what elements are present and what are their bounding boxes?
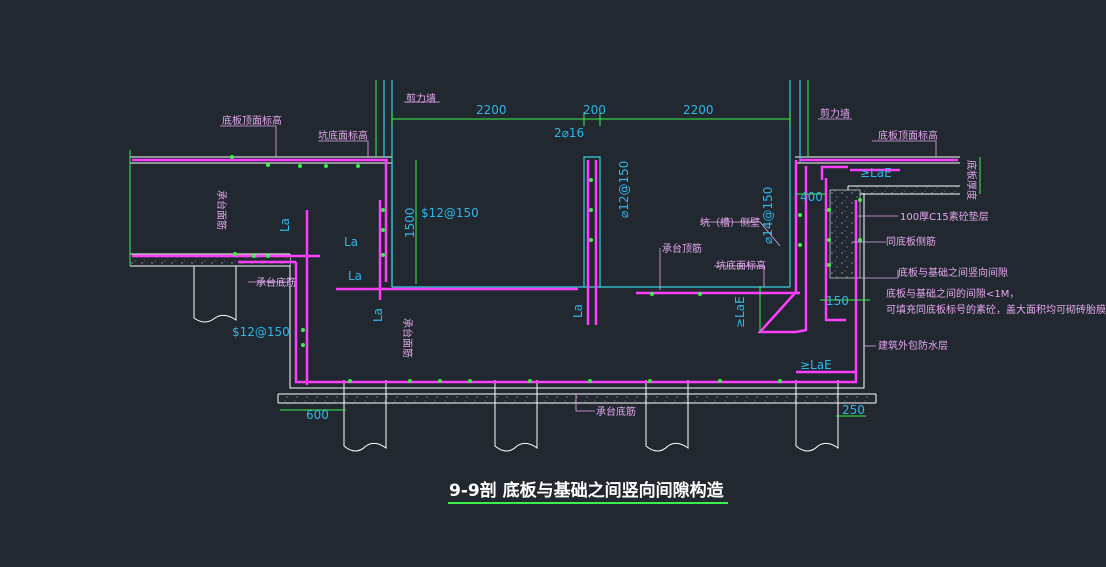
note-shear-wall-right: 剪力墙 xyxy=(820,107,850,120)
label-2d16: 2⌀16 xyxy=(554,126,584,140)
note-cap-top: 承台顶筋 xyxy=(662,242,702,255)
cushion-right-top xyxy=(849,187,959,193)
label-la-5: La xyxy=(571,304,585,318)
label-la-1: La xyxy=(278,218,292,232)
label-la-3: La xyxy=(348,269,362,283)
dim-width-400: 400 xyxy=(800,190,823,204)
dimension-lines xyxy=(129,80,981,417)
note-slab-top-right: 底板顶面标高 xyxy=(878,129,938,142)
note-pit-bottom-1: 坑底面标高 xyxy=(318,129,368,142)
note-cap-bottom: 承台底筋 xyxy=(596,405,636,418)
note-cap-side-vert: 承台面筋 xyxy=(401,318,414,358)
note-cap-top-vert: 承台面筋 xyxy=(215,190,228,230)
label-12-150-a: $12@150 xyxy=(421,206,479,220)
dim-span-left: 2200 xyxy=(476,103,507,117)
note-cap-side: 承台底筋 xyxy=(256,276,296,289)
label-14-150: ⌀14@150 xyxy=(761,187,775,244)
label-lae-2: ≥LaE xyxy=(733,296,747,328)
dim-wall-gap: 200 xyxy=(583,103,606,117)
note-shear-wall-left: 剪力墙 xyxy=(406,92,436,105)
dim-pit-depth: 1500 xyxy=(403,207,417,238)
dim-span-right: 2200 xyxy=(683,103,714,117)
cushion-left xyxy=(130,255,290,265)
label-la-4: La xyxy=(371,308,385,322)
note-gap-line2: 可填充同底板标号的素砼，盖大面积均可砌砖胎膜。 xyxy=(886,303,1106,316)
note-pit-side-wall: 坑（槽）侧壁 xyxy=(700,216,760,229)
label-la-2: La xyxy=(344,235,358,249)
dim-width-150: 150 xyxy=(826,294,849,308)
rebar xyxy=(132,158,958,385)
drawing-title: 9-9剖 底板与基础之间竖向间隙构造 xyxy=(449,480,725,501)
note-same-slab-side: 同底板侧筋 xyxy=(886,235,936,248)
piles xyxy=(193,266,839,452)
note-slab-top-left: 底板顶面标高 xyxy=(222,114,282,127)
note-c15-cushion: 100厚C15素砼垫层 xyxy=(900,210,989,223)
label-lae-3: ≥LaE xyxy=(800,358,832,372)
label-lae-1: ≥LaE xyxy=(860,166,892,180)
leader-lines xyxy=(220,101,937,412)
note-gap-label: 底板与基础之间竖向间隙 xyxy=(898,266,1008,279)
label-12-150-c: ⌀12@150 xyxy=(617,161,631,218)
rebar-dots xyxy=(230,155,862,383)
note-slab-thickness: 底板厚度 xyxy=(965,160,978,200)
cushion-bottom xyxy=(279,395,875,402)
dim-width-600: 600 xyxy=(306,408,329,422)
note-pit-bottom-2: 坑底面标高 xyxy=(716,259,766,272)
note-gap-line1: 底板与基础之间的间隙<1M， xyxy=(886,287,1019,300)
structure-outline xyxy=(130,156,960,404)
label-12-150-b: $12@150 xyxy=(232,325,290,339)
note-waterproof: 建筑外包防水层 xyxy=(878,339,948,352)
dim-width-250: 250 xyxy=(842,403,865,417)
